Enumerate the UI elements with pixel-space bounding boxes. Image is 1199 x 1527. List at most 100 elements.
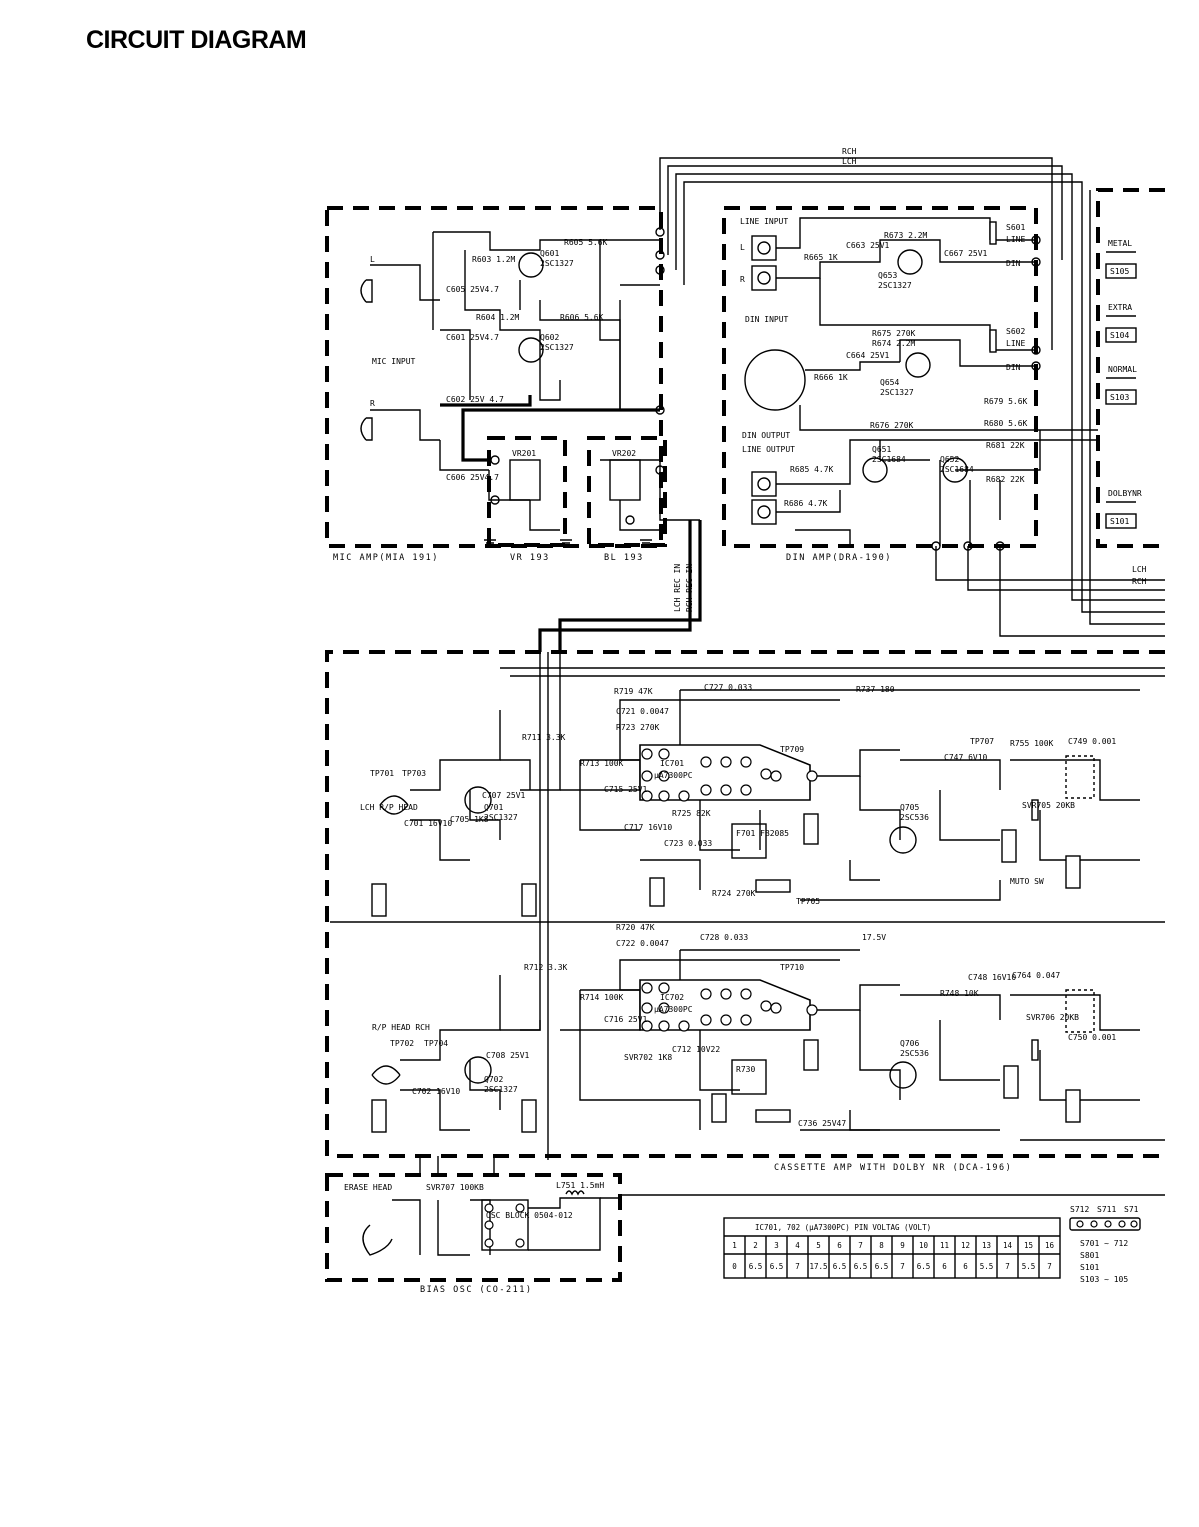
bias-osc-boundary (325, 1173, 622, 1282)
pin-voltage-cell: 6 (942, 1262, 947, 1271)
line-r-label: R (740, 275, 745, 284)
pin-voltage-cell: 7 (900, 1262, 905, 1271)
c749-label: SVR705 20KB (1022, 801, 1075, 810)
r673-label: R673 2.2M (884, 231, 928, 240)
legend-s712: S712 (1070, 1205, 1089, 1214)
pin-voltage-cell: 7 (795, 1262, 800, 1271)
q651-part: 2SC1684 (872, 455, 906, 464)
c605-label: C605 25V4.7 (446, 285, 499, 294)
module-boundaries (325, 188, 1165, 1282)
legend-s711: S711 (1097, 1205, 1116, 1214)
tp710-label: TP710 (780, 963, 804, 972)
r711-label: R711 3.3K (522, 733, 566, 742)
r604-label: R604 1.2M (476, 313, 520, 322)
pin-number-cell: 15 (1024, 1241, 1033, 1250)
r737-label: R737 180 (856, 685, 895, 694)
cassette-amp-boundary (325, 650, 1165, 1158)
q701-label: Q701 (484, 803, 503, 812)
rch-head-label: R/P HEAD RCH (372, 1023, 430, 1032)
tp701-label: TP701 (370, 769, 394, 778)
svr705-label: R755 100K (1010, 739, 1054, 748)
r723-label: R723 270K (616, 723, 660, 732)
q601-part: 2SC1327 (540, 259, 574, 268)
r675-label: R675 270K (872, 329, 916, 338)
mic-amp-block-label: MIC AMP(MIA 191) (333, 553, 439, 563)
c722-label: C722 0.0047 (616, 939, 669, 948)
line-label-2: LINE (1006, 339, 1025, 348)
c750-label: SVR706 20KB (1026, 1013, 1079, 1022)
pin-voltage-cell: 6.5 (875, 1262, 889, 1271)
r674-label: R674 2.2M (872, 339, 916, 348)
s601-label: S601 (1006, 223, 1025, 232)
pin-voltage-cell: 7 (1005, 1262, 1010, 1271)
pin-number-cell: 5 (816, 1241, 821, 1250)
pin-voltage-cell: 17.5 (809, 1262, 827, 1271)
pin-number-cell: 3 (774, 1241, 779, 1250)
s103-label: S103 (1110, 393, 1129, 402)
c748-label: R748 10K (940, 989, 979, 998)
mic-amp-circuit (360, 227, 700, 547)
q653-label: Q653 (878, 271, 897, 280)
legend-s801: S801 (1080, 1251, 1099, 1260)
pin-number-cell: 2 (753, 1241, 758, 1250)
ic701-part: µA7300PC (654, 771, 693, 780)
muto-sw-label: MUTO SW (1010, 877, 1044, 886)
q705-label: Q705 (900, 803, 919, 812)
pin-number-cell: 7 (858, 1241, 863, 1250)
ic701-ref: IC701 (660, 759, 684, 768)
q601-label: Q601 (540, 249, 559, 258)
signal-buses (330, 157, 1165, 1196)
l704-label: C750 0.001 (1068, 1033, 1116, 1042)
c702-label: C702 16V10 (412, 1087, 460, 1096)
pin-number-cell: 1 (732, 1241, 737, 1250)
r713-label: R713 100K (580, 759, 624, 768)
lch-rec-in-label: LCH REC IN (673, 564, 682, 612)
cassette-amp-block-label: CASSETTE AMP WITH DOLBY NR (DCA-196) (774, 1163, 1012, 1173)
pin-number-cell: 13 (982, 1241, 991, 1250)
rch-right-label: RCH (1132, 577, 1147, 586)
pin-voltage-cell: 0 (732, 1262, 737, 1271)
normal-label: NORMAL (1108, 365, 1137, 374)
bl-block-label: BL 193 (604, 553, 644, 563)
r603-label: R603 1.2M (472, 255, 516, 264)
f701-label: F701 FB2085 (736, 829, 789, 838)
pin-number-cell: 6 (837, 1241, 842, 1250)
q654-part: 2SC1327 (880, 388, 914, 397)
vr202-label: VR202 (612, 449, 636, 458)
r680-label: R680 5.6K (984, 419, 1028, 428)
metal-label: METAL (1108, 239, 1132, 248)
r725-label: R725 82K (672, 809, 711, 818)
q706-part: 2SC536 (900, 1049, 929, 1058)
l751-label: L751 1.5mH (556, 1181, 604, 1190)
r724-label: R724 270K (712, 889, 756, 898)
c718-label: SVR702 1K8 (624, 1053, 672, 1062)
din-amp-boundary (722, 206, 1038, 548)
extra-label: EXTRA (1108, 303, 1132, 312)
pin-voltage-cell: 5.5 (1022, 1262, 1036, 1271)
l703-label: C749 0.001 (1068, 737, 1116, 746)
r676-label: R676 270K (870, 421, 914, 430)
din-input-label: DIN INPUT (745, 315, 789, 324)
r712-label: R712 3.3K (524, 963, 568, 972)
ic702-ref: IC702 (660, 993, 684, 1002)
q702-label: Q702 (484, 1075, 503, 1084)
r681-label: R681 22K (986, 441, 1025, 450)
ic-pin-voltage-table: IC701, 702 (µA7300PC) PIN VOLTAG (VOLT) … (723, 1217, 1061, 1279)
rch-rec-in-label: RCH REC IN (685, 564, 694, 612)
cassette-switches (371, 813, 1081, 1133)
tp705-label: TP705 (796, 897, 820, 906)
r606-label: R606 5.6K (560, 313, 604, 322)
c723-label: C723 0.033 (664, 839, 712, 848)
r719-label: R719 47K (614, 687, 653, 696)
c716-label: C716 25V1 (604, 1015, 648, 1024)
page-title: CIRCUIT DIAGRAM (86, 26, 307, 54)
cassette-lch-circuit (379, 689, 1140, 901)
r686-label: R686 4.7K (784, 499, 828, 508)
q653-part: 2SC1327 (878, 281, 912, 290)
tp703-label: TP703 (402, 769, 426, 778)
lch-bus-label: LCH (842, 157, 857, 166)
pin-number-cell: 9 (900, 1241, 905, 1250)
f702-label: R730 (736, 1065, 755, 1074)
c601-label: C601 25V4.7 (446, 333, 499, 342)
